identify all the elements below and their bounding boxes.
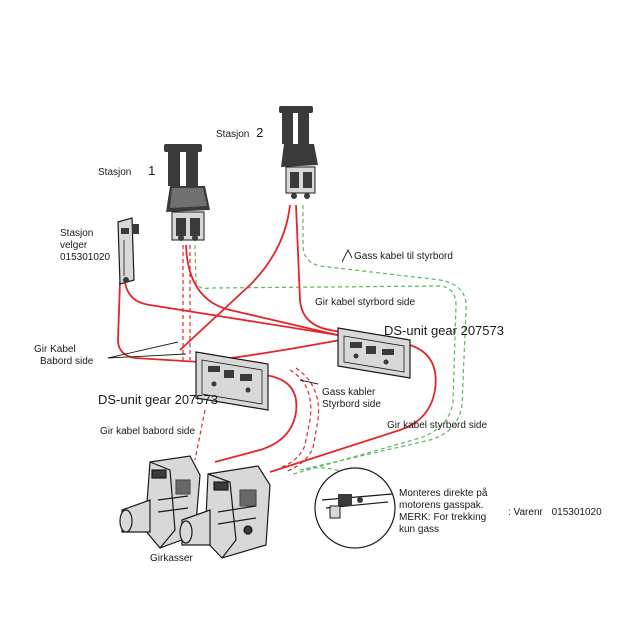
part-number-label: : Varenr 015301020 <box>508 507 602 519</box>
gear-cable-starboard-label: Gir kabel styrbord side <box>315 297 416 308</box>
throttle-lever-detail-icon <box>314 467 396 549</box>
gear-cable-port-line2: Babord side <box>40 356 94 367</box>
ds-unit-left-icon <box>195 351 269 411</box>
station-selector-label: Stasjon velger 015301020 <box>60 228 130 264</box>
gear-cable-port-side-label: Gir kabel babord side <box>100 426 196 437</box>
gas-cables-line1: Gass kabler <box>322 387 376 398</box>
station2-text: Stasjon <box>216 129 250 140</box>
selector-line2: velger <box>60 240 88 251</box>
station1-label: Stasjon 1 <box>98 163 156 179</box>
mount-line4: kun gass <box>399 524 440 535</box>
mount-line3: MERK: For trekking <box>399 512 487 523</box>
leader-gear-cable-port-2 <box>107 353 187 359</box>
gear-cable-starboard-lower-label: Gir kabel styrbord side <box>387 420 488 431</box>
gear-cable-port-line1: Gir Kabel <box>34 344 76 355</box>
leader-gas-starboard <box>341 248 353 263</box>
selector-line1: Stasjon <box>60 228 94 239</box>
gas-cables-line2: Styrbord side <box>322 399 381 410</box>
gear-cable-station2-left <box>179 204 291 351</box>
gear-cable-selector-down <box>117 281 201 363</box>
part-number-prefix: : Varenr <box>508 507 543 518</box>
red-gear-cables <box>117 204 437 473</box>
gear-cable-selector-right <box>124 281 401 346</box>
selector-line3: 015301020 <box>60 252 111 263</box>
mount-line2: motorens gasspak. <box>399 500 484 511</box>
ds-unit-right-label: DS-unit gear 207573 <box>384 323 504 338</box>
gas-cable-dsunit-down-b <box>284 367 320 473</box>
gear-cable-starboard-gearbox <box>269 344 437 473</box>
gas-cable-dsunit-down-a <box>279 369 312 469</box>
station2-label: Stasjon 2 <box>216 125 264 141</box>
red-dashed-gas-cables <box>182 245 320 473</box>
gas-cables-label: Gass kabler Styrbord side <box>322 387 412 411</box>
part-number-value: 015301020 <box>551 507 602 518</box>
gas-cable-starboard-label: Gass kabel til styrbord <box>354 251 453 262</box>
gas-cable-left-down <box>194 409 206 461</box>
gear-cable-station1-right <box>185 244 381 346</box>
leader-lines <box>107 248 353 385</box>
gearbox-starboard-icon <box>179 465 271 559</box>
mount-line1: Monteres direkte på <box>399 488 488 499</box>
gear-cable-port-label: Gir Kabel Babord side <box>34 344 114 368</box>
station2-number: 2 <box>256 125 264 140</box>
station2-throttle-control-icon <box>279 106 318 199</box>
gas-cable-station1-starboard <box>194 244 457 476</box>
gear-cable-port-gearbox <box>214 374 298 463</box>
gearboxes-label: Girkasser <box>150 553 193 564</box>
ds-unit-right-icon <box>337 327 411 379</box>
station1-number: 1 <box>148 163 156 178</box>
leader-gear-cable-port <box>107 341 179 359</box>
mount-note: Monteres direkte på motorens gasspak. ME… <box>399 488 519 536</box>
gear-cable-station2-right <box>295 204 346 334</box>
station1-throttle-control-icon <box>164 144 210 241</box>
gas-cable-station2-starboard <box>299 205 467 471</box>
station1-text: Stasjon <box>98 167 132 178</box>
station-selector-icon <box>117 217 139 285</box>
leader-gas-cables <box>299 379 319 385</box>
ds-unit-left-label: DS-unit gear 207573 <box>98 392 218 407</box>
